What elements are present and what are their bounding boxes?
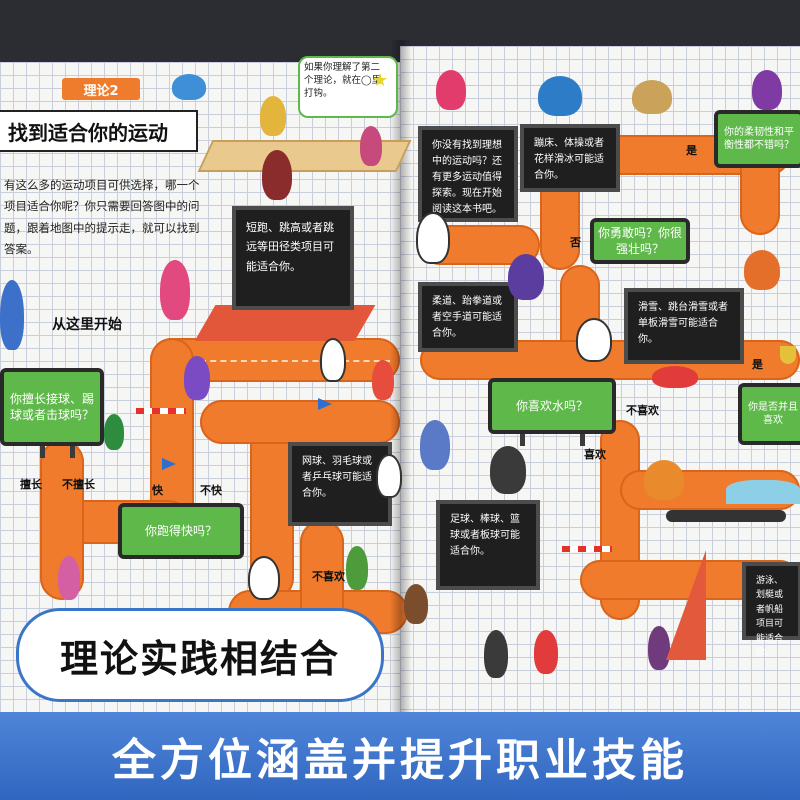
label-like: 喜欢 — [584, 448, 606, 461]
athlete-figure — [490, 446, 526, 494]
label-good: 擅长 — [20, 478, 42, 491]
page-title: 找到适合你的运动 — [0, 110, 198, 152]
label-dislike-2: 不喜欢 — [626, 404, 659, 417]
athlete-figure — [346, 546, 368, 590]
athlete-figure — [508, 254, 544, 300]
headline-text: 全方位涵盖并提升职业技能 — [112, 735, 688, 786]
athlete-figure — [376, 454, 402, 498]
athlete-figure — [484, 630, 508, 678]
star-icon: ★ — [372, 70, 389, 91]
athlete-figure — [538, 76, 582, 116]
book-spine — [390, 40, 412, 712]
athlete-figure — [184, 356, 210, 400]
label-yes-2: 是 — [752, 358, 763, 371]
label-fast: 快 — [152, 484, 163, 497]
flag-icon — [162, 458, 176, 470]
result-gym: 蹦床、体操或者花样滑冰可能适合你。 — [520, 124, 620, 192]
result-not-found: 你没有找到理想中的运动吗？还有更多运动值得探索。现在开始阅读这本书吧。 — [418, 126, 518, 222]
start-label: 从这里开始 — [52, 317, 122, 333]
windsurf-sail — [666, 550, 706, 660]
question-throw: 你擅长接球、踢球或者击球吗？ — [0, 368, 104, 446]
slogan-banner: 理论实践相结合 — [16, 608, 384, 702]
athlete-figure — [262, 150, 292, 200]
athlete-figure — [260, 96, 286, 136]
athlete-figure — [360, 126, 382, 166]
athlete-figure — [320, 338, 346, 382]
rowing-boat — [666, 510, 786, 522]
result-swim: 游泳、划艇或者帆船项目可能适合你。 — [742, 562, 800, 658]
athlete-figure — [104, 414, 124, 450]
athlete-figure — [372, 360, 394, 400]
label-dislike-1: 不喜欢 — [312, 570, 345, 583]
athlete-figure — [404, 584, 428, 624]
result-martial: 柔道、跆拳道或者空手道可能适合你。 — [418, 282, 518, 352]
wave — [726, 480, 800, 504]
athlete-figure — [644, 460, 684, 500]
result-track: 短跑、跳高或者跳远等田径类项目可能适合你。 — [232, 206, 354, 310]
slogan-text: 理论实践相结合 — [59, 636, 340, 681]
headline-banner: 全方位涵盖并提升职业技能 — [0, 712, 800, 800]
question-water: 你喜欢水吗？ — [488, 378, 616, 434]
athlete-figure — [58, 556, 80, 600]
vault-ramp — [194, 305, 376, 341]
track-segment — [200, 400, 400, 444]
question-partial-right: 你是否并且喜欢 — [738, 383, 800, 445]
hint-bubble — [298, 56, 398, 118]
athlete-figure — [436, 70, 466, 110]
question-fast: 你跑得快吗？ — [118, 503, 244, 559]
question-brave: 你勇敢吗？你很强壮吗？ — [590, 218, 690, 264]
result-racket: 网球、羽毛球或者乒乓球可能适合你。 — [288, 442, 392, 526]
flag-icon — [318, 398, 332, 410]
athlete-figure — [752, 70, 782, 110]
trophy-icon — [780, 346, 796, 364]
hint-text: 如果你理解了第二个理论，就在◯里打钩。 — [304, 62, 382, 99]
athlete-figure — [420, 420, 450, 470]
athlete-figure — [248, 556, 280, 600]
label-not-fast: 不快 — [200, 484, 222, 497]
athlete-figure — [0, 280, 24, 350]
athlete-figure — [416, 212, 450, 264]
result-team: 足球、棒球、篮球或者板球可能适合你。 — [436, 500, 540, 590]
question-flex: 你的柔韧性和平衡性都不错吗？ — [714, 110, 800, 168]
label-no: 否 — [570, 236, 581, 249]
label-yes-1: 是 — [686, 144, 697, 157]
athlete-figure — [652, 366, 698, 388]
athlete-figure — [632, 80, 672, 114]
result-ski: 滑雪、跳台滑雪或者单板滑雪可能适合你。 — [624, 288, 744, 364]
athlete-figure — [648, 626, 670, 670]
theory-tag: 理论2 — [62, 78, 140, 100]
label-not-good: 不擅长 — [62, 478, 95, 491]
athlete-figure — [160, 260, 190, 320]
athlete-figure — [576, 318, 612, 362]
athlete-figure — [534, 630, 558, 674]
athlete-figure — [172, 74, 206, 100]
intro-text: 有这么多的运动项目可供选择，哪一个项目适合你呢？你只需要回答图中的问题，跟着地图… — [4, 178, 200, 256]
athlete-figure — [744, 250, 780, 290]
